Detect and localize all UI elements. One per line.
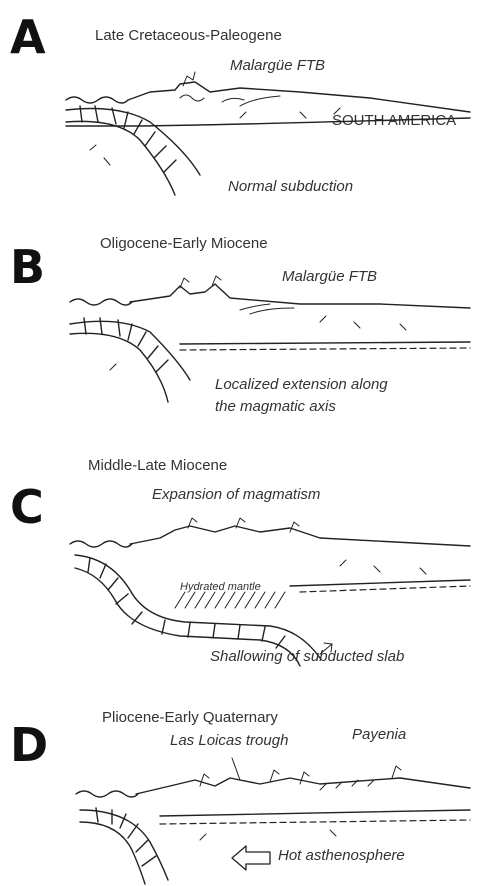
panel-a: A Late Cretaceous-Paleogene Malargüe FTB… bbox=[0, 0, 496, 230]
panel-b: B Oligocene-Early Miocene Malargüe FTB L… bbox=[0, 230, 496, 440]
cross-section-c bbox=[0, 440, 496, 670]
cross-section-d bbox=[0, 670, 496, 886]
panel-d: D Pliocene-Early Quaternary Las Loicas t… bbox=[0, 670, 496, 886]
cross-section-b bbox=[0, 230, 496, 440]
cross-section-a bbox=[0, 0, 496, 230]
panel-c: C Middle-Late Miocene Expansion of magma… bbox=[0, 440, 496, 670]
